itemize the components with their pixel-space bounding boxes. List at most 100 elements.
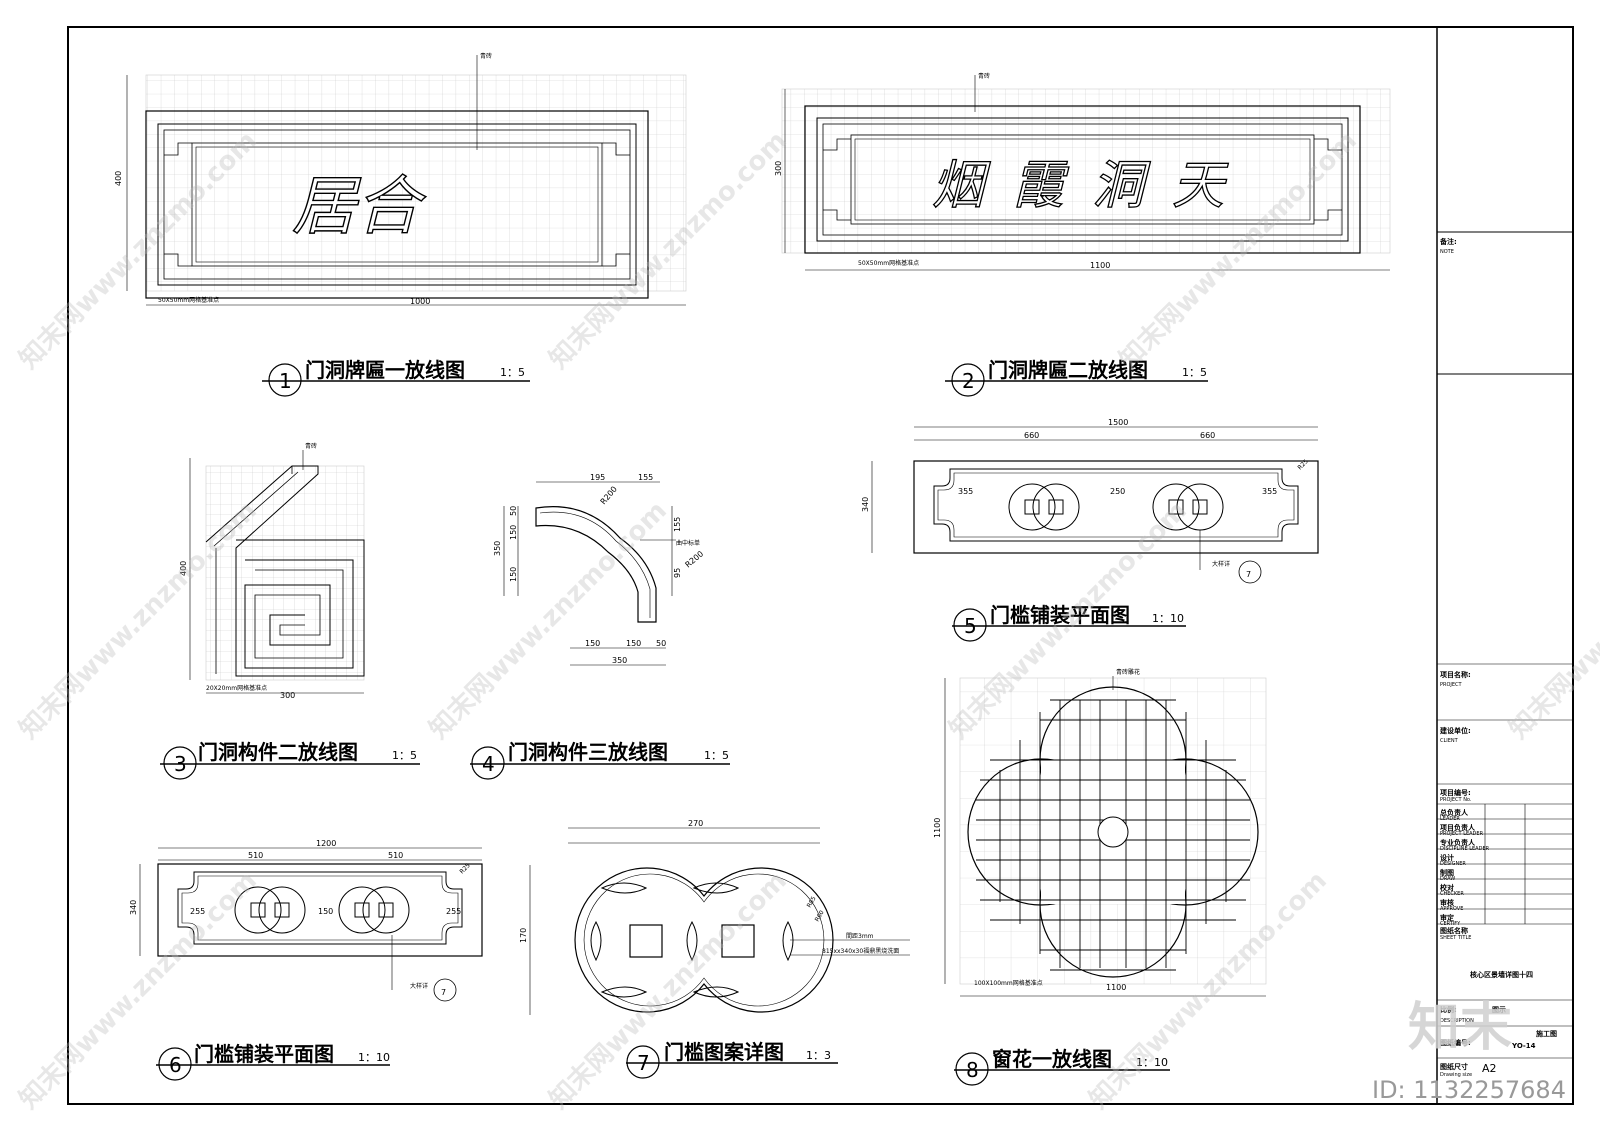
note-7-2: 815xx340x30福鼎黑烧洗面 [822,947,899,955]
role-2-en: DISCIPLINE LEADER [1440,846,1490,852]
role-7-en: CERTIFY [1440,921,1461,927]
watermark-8: 知末网www.znzmo.com [14,866,263,1115]
no-label: 项目编号: [1440,788,1471,797]
svg-text:1：5: 1：5 [704,749,729,762]
note-7-1: 間距3mm [846,933,874,940]
dim-5-c: 355 [958,487,973,496]
desc-label: DESCRIPTION [1440,1018,1474,1024]
scale-value: 图示 [1492,1005,1506,1014]
svg-text:1：10: 1：10 [358,1051,390,1064]
ref-6: 7 [441,988,446,997]
grid-note-1: 50X50mm网格基准点 [158,296,219,304]
ref-5: 7 [1246,570,1251,579]
dim-4-d2: 155 [638,473,653,482]
callout-3: 青砖 [305,442,317,450]
dim-2-width: 1100 [1090,261,1110,270]
dim-1-height: 400 [114,171,123,186]
drawing-6: 1200 510 510 255 150 255 340 R25 大样详 7 [129,839,483,1002]
drawno-value: YO-14 [1511,1042,1536,1050]
title-2: 2 门洞牌匾二放线图 1：5 [945,358,1208,397]
svg-text:门槛图案详图: 门槛图案详图 [664,1040,784,1064]
dim-5-r: R25 [1296,458,1309,471]
dim-4-h4: 50 [509,506,518,516]
drawno-label: 图纸编号: [1440,1038,1471,1047]
dim-4-w1: 150 [585,639,600,648]
dim-3-height: 400 [179,561,188,576]
scale-label: 比例: [1440,1005,1457,1014]
dim-8-height: 1100 [933,818,942,838]
dim-4-r1: R200 [599,485,619,507]
coin-pair-right-6 [338,886,410,934]
watermark-brand: 知末 [1408,998,1512,1058]
role-0-en: LEADER [1440,816,1460,822]
role-3: 设计 [1440,853,1454,862]
dim-5-h: 340 [861,497,870,512]
titleblock-text: 备注: NOTE 项目名称: PROJECT 建设单位: CLIENT 项目编号… [1439,237,1557,1078]
dim-5-e: 355 [1262,487,1277,496]
sheet-border [67,26,1574,1105]
svg-text:1：3: 1：3 [806,1049,831,1062]
role-2: 专业负责人 [1440,838,1476,847]
watermark-5: 知末网www.znzmo.com [424,496,673,745]
svg-text:1：5: 1：5 [392,749,417,762]
dim-4-d1: 195 [590,473,605,482]
dim-2-height: 300 [774,161,783,176]
drawing-1: 居合 青砖 1000 400 50X50mm网格基准点 [114,52,687,306]
project-label: 项目名称: [1440,670,1471,679]
dim-4-w3: 50 [656,639,666,648]
role-4-en: DRAW [1440,876,1455,882]
dim-6-d: 150 [318,907,333,916]
coin-pair-left [1008,483,1080,531]
dim-4-w4: 350 [612,656,627,665]
svg-text:门槛铺装平面图: 门槛铺装平面图 [194,1042,334,1066]
drawing-8: 青砖雕花 1100 1100 100X100mm网格基准点 [933,668,1267,997]
svg-text:1：5: 1：5 [500,366,525,379]
drawing-7: 270 170 R85 R60 間距3mm 815xx340x30福鼎黑烧洗面 [519,819,910,1015]
dim-7-h: 170 [519,928,528,943]
role-1: 项目负责人 [1440,823,1476,832]
sheet-en: SHEET TITLE [1440,935,1471,941]
dim-4-w2: 150 [626,639,641,648]
coin-pair-right [1152,483,1224,531]
dim-8-width: 1100 [1106,983,1126,992]
title-4: 4 门洞构件三放线图 1：5 [470,740,730,780]
dim-4-h5: 155 [673,517,682,532]
dim-6-c: 255 [190,907,205,916]
role-0: 总负责人 [1440,808,1469,817]
client-label: 建设单位: [1440,726,1471,735]
plaque-1-text: 居合 [292,170,426,244]
plaque-2-text: 烟霞洞天 [932,156,1252,216]
svg-text:门洞牌匾二放线图: 门洞牌匾二放线图 [988,358,1148,382]
dim-6-e: 255 [446,907,461,916]
dim-4-h1: 350 [493,541,502,556]
svg-text:门洞构件二放线图: 门洞构件二放线图 [198,740,358,764]
callout-2: 青砖 [978,72,990,80]
dim-5-d: 250 [1110,487,1125,496]
callout-5: 大样详 [1212,560,1230,568]
size-value: A2 [1482,1062,1497,1075]
dim-6-h: 340 [129,900,138,915]
svg-text:门洞牌匾一放线图: 门洞牌匾一放线图 [305,358,465,382]
callout-8: 青砖雕花 [1116,668,1140,676]
title-6: 6 门槛铺装平面图 1：10 [156,1042,390,1081]
title-3: 3 门洞构件二放线图 1：5 [160,740,420,780]
note-en: NOTE [1440,249,1454,255]
client-en: CLIENT [1440,738,1459,744]
svg-text:窗花一放线图: 窗花一放线图 [992,1047,1112,1071]
dim-6-total: 1200 [316,839,336,848]
role-7: 审定 [1440,913,1454,922]
callout-4: 曲中标单 [676,539,700,547]
size-en: Drawing size [1440,1072,1472,1078]
role-6-en: APPROVE [1440,906,1463,912]
dim-5-a: 660 [1024,431,1039,440]
dim-6-b: 510 [388,851,403,860]
sheet-label: 图纸名称 [1440,926,1468,935]
dim-4-h6: 95 [673,568,682,578]
svg-text:1：10: 1：10 [1136,1056,1168,1069]
grid-note-3: 20X20mm网格基准点 [206,684,267,692]
role-1-en: PROJECT LEADER [1440,831,1484,837]
note-label: 备注: [1439,237,1457,246]
stage: 施工图 [1536,1029,1557,1038]
watermark-9: 知末网www.znzmo.com [544,866,793,1115]
